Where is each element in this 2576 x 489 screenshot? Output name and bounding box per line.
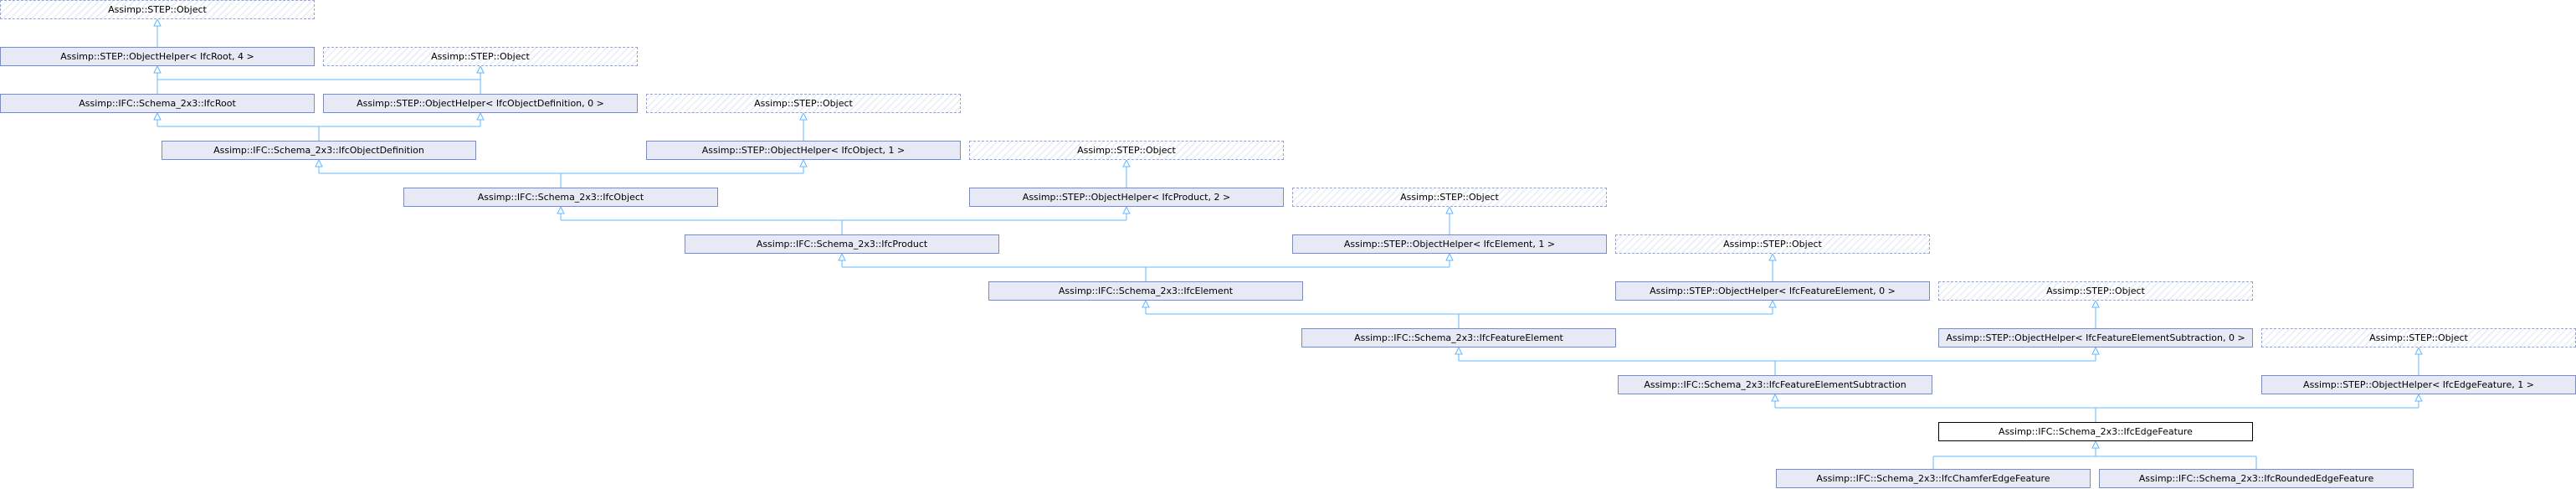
node-objecthelper-ifcfeatureelement[interactable]: Assimp::STEP::ObjectHelper< IfcFeatureEl… bbox=[1615, 281, 1930, 301]
node-ifcobject[interactable]: Assimp::IFC::Schema_2x3::IfcObject bbox=[403, 188, 718, 207]
node-objecthelper-ifcfeatureelementsubtraction[interactable]: Assimp::STEP::ObjectHelper< IfcFeatureEl… bbox=[1938, 328, 2253, 347]
node-ifcroundededgefeature[interactable]: Assimp::IFC::Schema_2x3::IfcRoundedEdgeF… bbox=[2099, 469, 2414, 488]
node-objecthelper-ifcelement[interactable]: Assimp::STEP::ObjectHelper< IfcElement, … bbox=[1292, 234, 1607, 254]
node-objecthelper-ifcobjectdefinition[interactable]: Assimp::STEP::ObjectHelper< IfcObjectDef… bbox=[323, 94, 638, 113]
inheritance-arrowhead bbox=[2091, 440, 2100, 449]
node-step-object[interactable]: Assimp::STEP::Object bbox=[969, 141, 1284, 160]
inheritance-arrowhead bbox=[2414, 393, 2423, 402]
inheritance-arrowhead bbox=[476, 64, 485, 74]
inheritance-arrowhead bbox=[1455, 346, 1463, 355]
node-ifcelement[interactable]: Assimp::IFC::Schema_2x3::IfcElement bbox=[988, 281, 1303, 301]
node-ifcobjectdefinition[interactable]: Assimp::IFC::Schema_2x3::IfcObjectDefini… bbox=[162, 141, 476, 160]
inheritance-arrowhead bbox=[799, 111, 808, 121]
inheritance-arrowhead bbox=[1768, 299, 1777, 308]
inheritance-arrowhead bbox=[799, 158, 808, 167]
inheritance-arrowhead bbox=[1771, 393, 1779, 402]
inheritance-arrowhead bbox=[1122, 205, 1131, 214]
inheritance-arrowhead bbox=[1445, 252, 1454, 261]
node-objecthelper-ifcproduct[interactable]: Assimp::STEP::ObjectHelper< IfcProduct, … bbox=[969, 188, 1284, 207]
node-ifcedgefeature-current: Assimp::IFC::Schema_2x3::IfcEdgeFeature bbox=[1938, 422, 2253, 441]
node-step-object[interactable]: Assimp::STEP::Object bbox=[646, 94, 961, 113]
inheritance-arrowhead bbox=[2091, 299, 2100, 308]
inheritance-arrowhead bbox=[1142, 299, 1150, 308]
inheritance-arrowhead bbox=[153, 111, 162, 121]
node-objecthelper-ifcroot[interactable]: Assimp::STEP::ObjectHelper< IfcRoot, 4 > bbox=[0, 47, 315, 66]
node-ifcfeatureelement[interactable]: Assimp::IFC::Schema_2x3::IfcFeatureEleme… bbox=[1301, 328, 1616, 347]
node-objecthelper-ifcedgefeature[interactable]: Assimp::STEP::ObjectHelper< IfcEdgeFeatu… bbox=[2261, 375, 2576, 394]
node-ifcchamferedgefeature[interactable]: Assimp::IFC::Schema_2x3::IfcChamferEdgeF… bbox=[1776, 469, 2091, 488]
node-step-object[interactable]: Assimp::STEP::Object bbox=[0, 0, 315, 19]
inheritance-arrowhead bbox=[557, 205, 565, 214]
inheritance-arrowhead bbox=[315, 158, 323, 167]
inheritance-arrowhead bbox=[2091, 346, 2100, 355]
inheritance-arrowhead bbox=[1122, 158, 1131, 167]
node-objecthelper-ifcobject[interactable]: Assimp::STEP::ObjectHelper< IfcObject, 1… bbox=[646, 141, 961, 160]
inheritance-arrowhead bbox=[476, 111, 485, 121]
inheritance-arrowhead bbox=[838, 252, 846, 261]
node-step-object[interactable]: Assimp::STEP::Object bbox=[1615, 234, 1930, 254]
node-ifcroot[interactable]: Assimp::IFC::Schema_2x3::IfcRoot bbox=[0, 94, 315, 113]
node-step-object[interactable]: Assimp::STEP::Object bbox=[1292, 188, 1607, 207]
inheritance-arrowhead bbox=[1768, 252, 1777, 261]
inheritance-arrowhead bbox=[153, 64, 162, 74]
node-step-object[interactable]: Assimp::STEP::Object bbox=[1938, 281, 2253, 301]
node-ifcfeatureelementsubtraction[interactable]: Assimp::IFC::Schema_2x3::IfcFeatureEleme… bbox=[1618, 375, 1932, 394]
node-ifcproduct[interactable]: Assimp::IFC::Schema_2x3::IfcProduct bbox=[685, 234, 999, 254]
inheritance-arrowhead bbox=[1445, 205, 1454, 214]
node-step-object[interactable]: Assimp::STEP::Object bbox=[323, 47, 638, 66]
inheritance-arrowhead bbox=[153, 18, 162, 27]
node-step-object[interactable]: Assimp::STEP::Object bbox=[2261, 328, 2576, 347]
inheritance-arrowhead bbox=[2414, 346, 2423, 355]
